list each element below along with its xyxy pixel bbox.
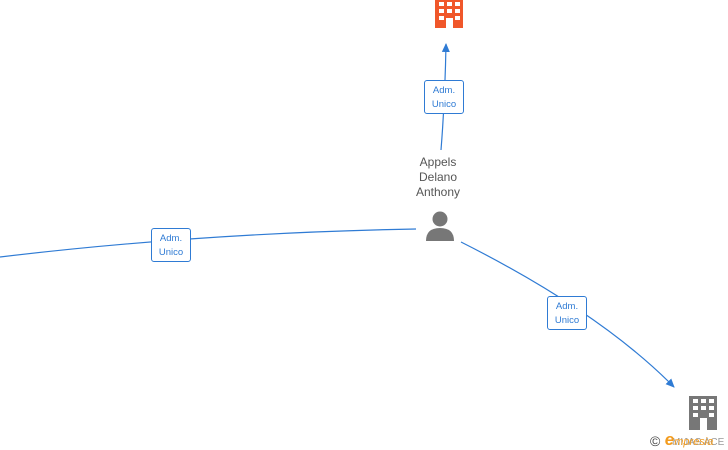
edge-label-to-top[interactable]: Adm. Unico	[424, 80, 464, 114]
building-icon[interactable]	[687, 396, 719, 430]
person-name-line: Delano	[418, 170, 458, 184]
person-name-line: Anthony	[415, 185, 461, 199]
person-icon[interactable]	[425, 211, 455, 241]
edge-label-line: Unico	[431, 99, 457, 110]
building-icon[interactable]	[432, 0, 466, 28]
edge-line-from-left[interactable]	[0, 228, 417, 258]
person-name-line: Appels	[419, 155, 457, 169]
edge-label-line: Adm.	[555, 301, 579, 312]
edge-label-from-left[interactable]: Adm. Unico	[151, 228, 191, 262]
brand-logo-initial: e	[664, 430, 675, 449]
edge-label-line: Unico	[158, 247, 184, 258]
copyright-symbol: ©	[650, 432, 661, 449]
brand-footer: © empresia	[650, 430, 728, 450]
edge-label-line: Adm.	[159, 233, 183, 244]
edge-label-to-bottom-right[interactable]: Adm. Unico	[547, 296, 587, 330]
edge-label-line: Unico	[554, 315, 580, 326]
brand-logo-text: mpresia	[674, 436, 714, 448]
person-name[interactable]: Appels Delano Anthony	[388, 155, 488, 200]
edge-label-line: Adm.	[432, 85, 456, 96]
